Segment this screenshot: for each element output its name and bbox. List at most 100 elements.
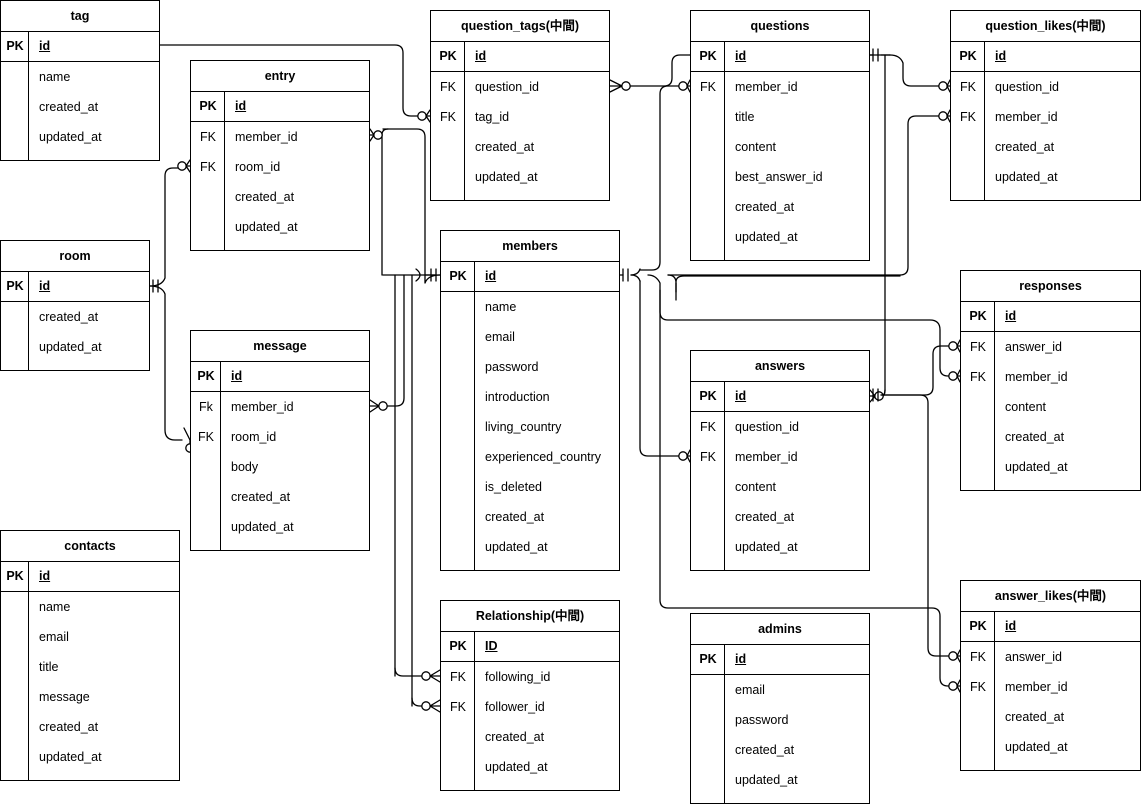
column-field-name: experienced_country [485,449,602,464]
column-field-name: updated_at [39,129,102,144]
column-field-name: email [485,329,515,344]
column-field-name: name [39,599,71,614]
column-row: created_at [1,302,149,332]
column-key-badge: FK [200,159,216,174]
column-field-name: id [475,49,487,64]
column-row: created_at [1,92,159,122]
column-row: PK id [431,42,609,72]
column-field-name: created_at [235,189,295,204]
column-field-name: id [39,279,51,294]
column-field-name: updated_at [1005,739,1068,754]
column-key-badge: PK [969,309,987,324]
key-column-divider [1,272,29,370]
key-column-divider [191,362,221,550]
column-key-badge: FK [450,699,466,714]
column-field-name: id [995,49,1007,64]
entity-title-answer_likes: answer_likes(中間) [961,581,1140,612]
column-row: PK id [961,302,1140,332]
column-row: name [441,292,619,322]
column-row: updated_at [191,212,369,242]
column-field-name: tag_id [475,109,510,124]
column-row: experienced_country [441,442,619,472]
column-field-name: id [735,389,747,404]
entity-title-relationship: Relationship(中間) [441,601,619,632]
column-field-name: member_id [1005,369,1068,384]
column-key-badge: FK [700,79,716,94]
column-row: title [691,102,869,132]
column-row: created_at [441,722,619,752]
column-field-name: created_at [39,99,99,114]
key-column-divider [191,92,225,250]
column-field-name: name [39,69,71,84]
column-field-name: member_id [995,109,1058,124]
column-key-badge: Fk [199,399,213,414]
column-field-name: id [1005,619,1017,634]
column-field-name: updated_at [231,519,294,534]
column-row: password [691,705,869,735]
column-field-name: answer_id [1005,649,1062,664]
column-key-badge: PK [449,639,467,654]
column-field-name: following_id [485,669,551,684]
column-field-name: updated_at [485,759,548,774]
column-key-badge: PK [6,279,24,294]
key-column-divider [1,562,29,780]
column-key-badge: FK [450,669,466,684]
column-row: content [691,132,869,162]
column-field-name: created_at [39,719,99,734]
entity-title-responses: responses [961,271,1140,302]
column-row: title [1,652,179,682]
column-key-badge: PK [439,49,457,64]
column-field-name: updated_at [1005,459,1068,474]
column-field-name: updated_at [735,229,798,244]
column-field-name: created_at [475,139,535,154]
column-field-name: email [735,682,765,697]
column-field-name: created_at [1005,429,1065,444]
column-key-badge: FK [700,449,716,464]
column-key-badge: PK [6,569,24,584]
entity-title-answers: answers [691,351,869,382]
column-row: updated_at [961,452,1140,482]
column-row: content [961,392,1140,422]
column-field-name: id [485,269,497,284]
column-field-name: password [485,359,539,374]
column-row: updated_at [691,765,869,795]
column-key-badge: FK [970,649,986,664]
column-row: updated_at [691,222,869,252]
column-field-name: updated_at [39,339,102,354]
column-field-name: member_id [1005,679,1068,694]
column-row: created_at [431,132,609,162]
column-row: created_at [961,422,1140,452]
column-key-badge: PK [959,49,977,64]
column-field-name: id [1005,309,1017,324]
column-field-name: created_at [735,509,795,524]
column-field-name: member_id [735,449,798,464]
column-row: living_country [441,412,619,442]
